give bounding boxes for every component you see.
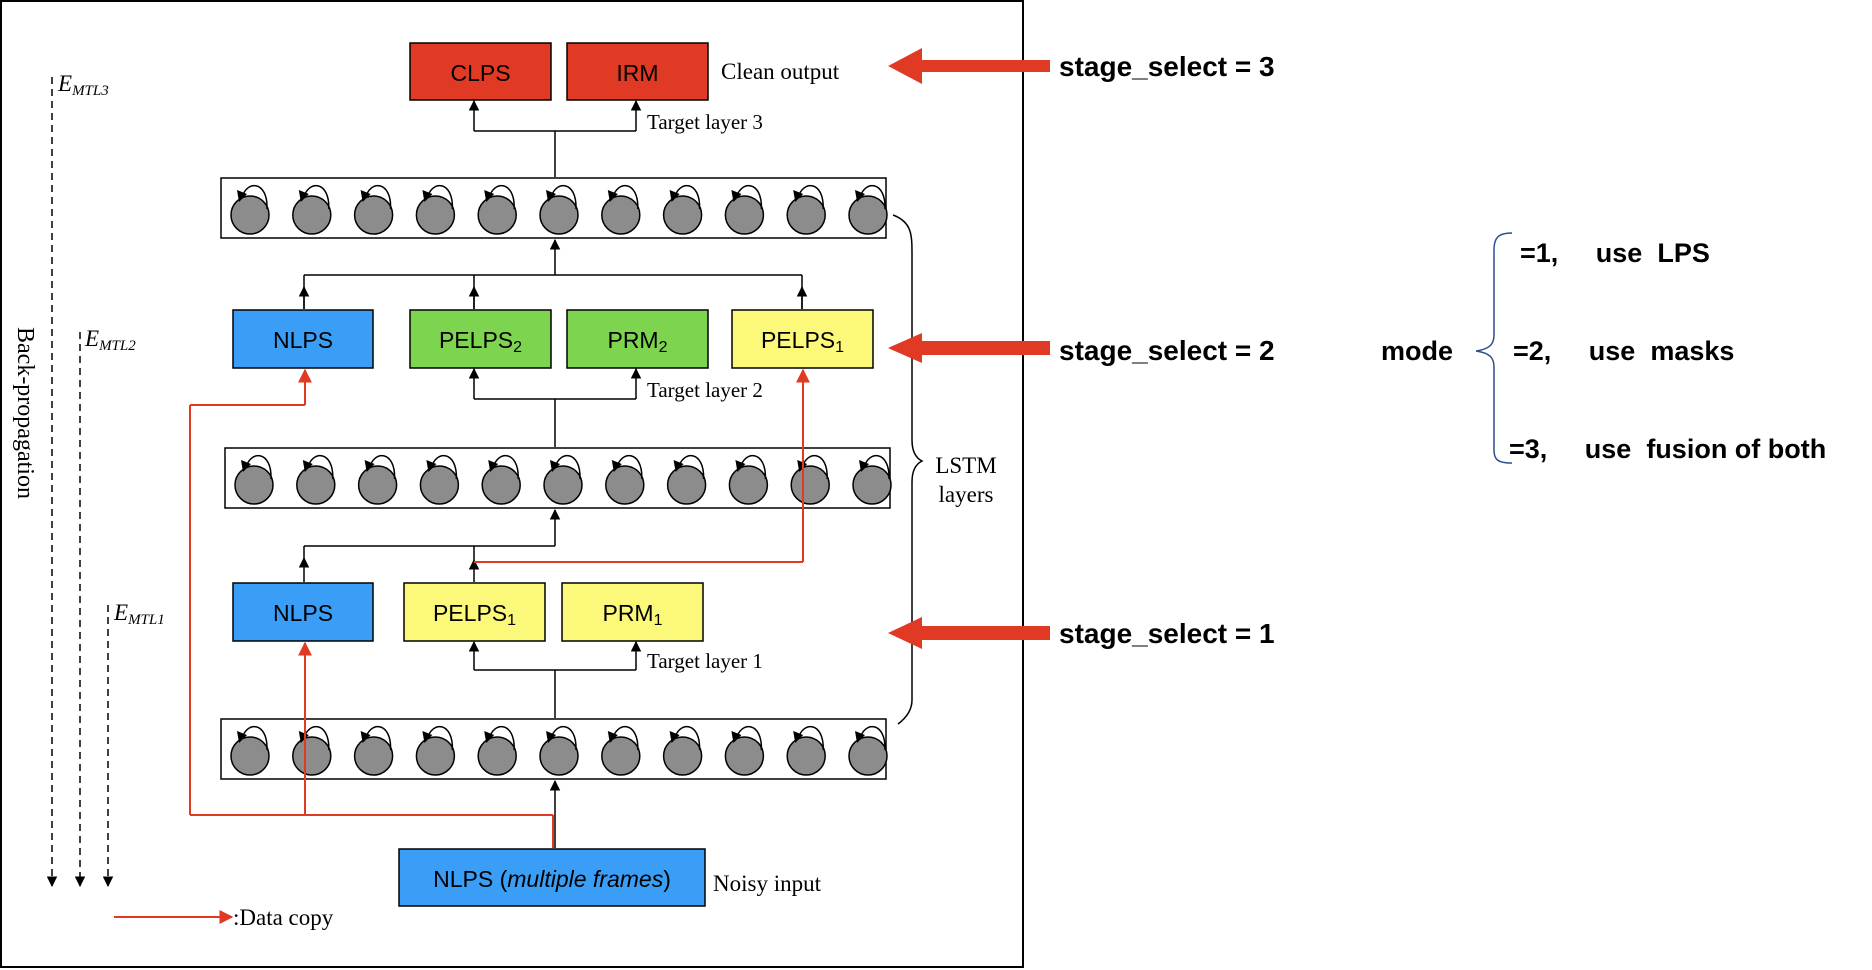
clps-box (409, 42, 552, 101)
lstm-layer-1-cell (786, 725, 826, 776)
target-layer-2-label: Target layer 2 (647, 378, 763, 402)
irm-label: IRM (616, 60, 658, 86)
lstm-layer-1-cell (662, 725, 703, 776)
e-mtl2-label: EMTL2 (84, 326, 136, 354)
mode-label: mode (1381, 336, 1453, 366)
mode-option-2: =2, use masks (1513, 336, 1734, 366)
lstm-layer-1-cell (724, 725, 765, 776)
lstm-layer-2-cell (852, 454, 892, 505)
lstm-layer-3-cell (601, 184, 641, 235)
lstm-layer-3-cells (230, 184, 888, 235)
noisy-input-label: Noisy input (713, 871, 822, 896)
lstm-label-line2: layers (939, 482, 994, 507)
lstm-layer-1-cell (848, 725, 888, 776)
pelps2-label: PELPS2 (439, 327, 522, 356)
stage-arrow-1 (888, 617, 1050, 649)
clps-label: CLPS (450, 60, 510, 86)
stage-select-1-label: stage_select = 1 (1059, 618, 1275, 649)
lstm-layer-3-cell (415, 184, 456, 235)
e-mtl1-label: EMTL1 (113, 600, 165, 628)
lstm-layer-2-cell (543, 454, 583, 505)
lstm-layer-2-cell (296, 454, 336, 505)
prm1-label: PRM1 (602, 600, 662, 629)
pelps2-box (409, 309, 552, 369)
backprop-label: Back-propagation (12, 327, 38, 499)
layer1-up-connectors (298, 508, 561, 582)
stage-select-2-label: stage_select = 2 (1059, 335, 1275, 366)
lstm-layer-2-cell (790, 454, 830, 505)
nlps-label-layer2: NLPS (273, 327, 333, 353)
lstm-layer-3-cell (539, 184, 579, 235)
lstm-layer-3-cell (848, 184, 888, 235)
irm-box (566, 42, 709, 101)
lstm-layer-3-cell (786, 184, 826, 235)
lstm-layer-2-cell (234, 454, 274, 505)
target-layer-3-label: Target layer 3 (647, 110, 763, 134)
pelps1-label-layer2: PELPS1 (761, 327, 844, 356)
lstm-layer-1-cell (353, 725, 394, 776)
stage-arrow-2 (888, 333, 1050, 363)
lstm-layer-3-cell (477, 184, 517, 235)
lstm-layer-3-cell (662, 184, 703, 235)
lstm-brace (892, 214, 924, 725)
e-mtl3-label: EMTL3 (57, 71, 109, 99)
input-box (398, 848, 706, 907)
data-copy-lines (189, 368, 810, 848)
input-label: NLPS (multiple frames) (433, 866, 671, 892)
nlps-box-layer2 (232, 309, 374, 369)
stage-select-3-label: stage_select = 3 (1059, 51, 1275, 82)
layer1-target-connectors (468, 640, 642, 718)
lstm-layer-3-cell (230, 184, 270, 235)
lstm-layer-3-cell (724, 184, 765, 235)
lstm-layer-1-cell (477, 725, 517, 776)
lstm-layer-2-cell (481, 454, 521, 505)
prm2-box (566, 309, 709, 369)
layer2-target-connectors (468, 367, 642, 447)
prm1-box (561, 582, 704, 642)
lstm-layer-1-cell (230, 725, 270, 776)
lstm-layer-2-cells (234, 454, 892, 505)
lstm-layer-1-cell (539, 725, 579, 776)
lstm-layer-2-cell (357, 454, 398, 505)
nlps-label-layer1: NLPS (273, 600, 333, 626)
pelps1-box-layer2 (731, 309, 874, 369)
lstm-layer-3-cell (353, 184, 394, 235)
lstm-layer-3-cell (292, 184, 332, 235)
clean-output-label: Clean output (721, 59, 840, 84)
mode-option-1: =1, use LPS (1520, 238, 1710, 268)
prm2-label: PRM2 (607, 327, 667, 356)
lstm-label-line1: LSTM (935, 453, 996, 478)
lstm-layer-2-cell (666, 454, 707, 505)
lstm-layer-2-cell (419, 454, 460, 505)
target-layer-1-label: Target layer 1 (647, 649, 763, 673)
mode-brace (1475, 232, 1513, 464)
nlps-box-layer1 (232, 582, 374, 642)
stage-arrow-3 (888, 48, 1050, 84)
pelps1-label-layer1: PELPS1 (433, 600, 516, 629)
diagram-frame (0, 0, 1024, 968)
layer2-up-connectors (298, 238, 808, 309)
lstm-layer-1-cell (415, 725, 456, 776)
top-connectors (468, 99, 642, 177)
mode-option-3: =3, use fusion of both (1509, 434, 1826, 464)
backprop-arrows (46, 77, 114, 888)
data-copy-legend-label: :Data copy (233, 905, 334, 930)
lstm-layer-2-cell (728, 454, 769, 505)
lstm-layer-2-cell (605, 454, 645, 505)
lstm-layer-1-cells (230, 725, 888, 776)
lstm-layer-1-cell (601, 725, 641, 776)
pelps1-box-layer1 (403, 582, 546, 642)
